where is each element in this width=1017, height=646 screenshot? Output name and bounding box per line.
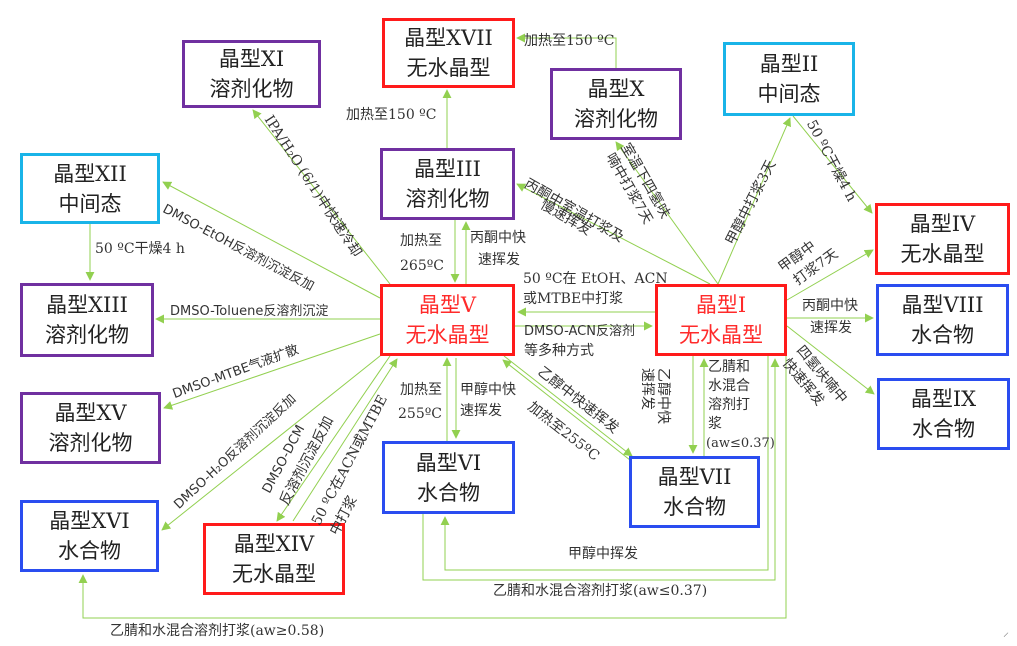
node-form-IX[interactable]: 晶型IX 水合物 [877, 378, 1010, 450]
edge-I-to-VI [440, 356, 769, 571]
edge-I-to-IV [786, 249, 874, 301]
node-subtitle: 溶剂化物 [48, 431, 133, 455]
edge-label: 乙腈和水混合溶剂打浆(aw≤0.37) [493, 583, 708, 599]
edge-label: 乙腈和 [708, 359, 750, 375]
node-title: 晶型XV [54, 401, 127, 425]
node-subtitle: 溶剂化物 [209, 77, 294, 101]
edge-label: 甲醇中挥发 [568, 546, 638, 562]
node-title: 晶型V [418, 293, 477, 317]
edge-V-to-XIV [276, 355, 391, 522]
node-subtitle: 溶剂化物 [574, 107, 658, 131]
node-form-XVII[interactable]: 晶型XVII 无水晶型 [382, 18, 515, 88]
node-title: 晶型XIII [46, 293, 128, 317]
node-title: 晶型I [695, 293, 747, 317]
node-form-VI[interactable]: 晶型VI 水合物 [382, 441, 515, 514]
edge-VI-to-I [422, 358, 780, 581]
edge-label: 速挥发 [460, 403, 502, 419]
node-title: 晶型VIII [901, 293, 984, 317]
edge-label: 50 ºC在 EtOH、ACN [523, 271, 668, 287]
edge-label: 浆 [708, 416, 722, 432]
node-subtitle: 无水晶型 [900, 242, 985, 266]
node-form-V[interactable]: 晶型V 无水晶型 [380, 284, 515, 356]
node-title: 晶型II [759, 52, 819, 76]
edge-label: 丙酮中快 [802, 298, 858, 314]
node-form-IV[interactable]: 晶型IV 无水晶型 [875, 203, 1010, 275]
node-subtitle: 无水晶型 [232, 562, 316, 586]
edge-V-to-XV [163, 333, 381, 410]
node-form-VII[interactable]: 晶型VII 水合物 [629, 456, 760, 528]
node-title: 晶型VI [415, 450, 482, 475]
edge-V-to-XII [162, 181, 381, 299]
edge-label: 加热至150 ºC [524, 33, 615, 49]
node-subtitle: 水合物 [912, 417, 975, 441]
edge-label: 乙腈和水混合溶剂打浆(aw≥0.58) [110, 623, 325, 639]
edge-label: 加热至 [400, 233, 442, 249]
edge-label: 等多种方式 [524, 343, 594, 359]
node-form-III[interactable]: 晶型III 溶剂化物 [380, 148, 515, 220]
edge-label: 丙酮中快 [470, 230, 526, 246]
node-title: 晶型XIV [233, 532, 315, 556]
node-form-X[interactable]: 晶型X 溶剂化物 [550, 68, 682, 140]
edge-I-to-III [516, 183, 711, 285]
node-form-XIV[interactable]: 晶型XIV 无水晶型 [203, 523, 345, 595]
node-title: 晶型III [414, 157, 481, 181]
node-subtitle: 水合物 [58, 539, 121, 563]
node-subtitle: 中间态 [757, 82, 821, 106]
edge-label: 加热至 [400, 382, 442, 398]
node-form-I[interactable]: 晶型I 无水晶型 [655, 284, 787, 356]
edge-I-to-II [717, 117, 791, 285]
node-subtitle: 无水晶型 [405, 323, 490, 347]
node-subtitle: 水合物 [663, 495, 726, 519]
edge-X-to-XVII [516, 33, 617, 68]
corner-mark: ⸝ [1002, 625, 1009, 639]
node-title: 晶型VII [657, 465, 732, 489]
node-title: 晶型XVI [49, 509, 130, 533]
node-form-XII[interactable]: 晶型XII 中间态 [20, 153, 160, 224]
edge-label: 265ºC [400, 258, 445, 274]
edge-I-to-XVI [78, 356, 787, 619]
node-subtitle: 溶剂化物 [405, 187, 490, 211]
edge-I-to-X [615, 141, 719, 285]
edge-label: 水混合 [708, 378, 750, 394]
node-subtitle: 无水晶型 [406, 56, 491, 80]
node-subtitle: 溶剂化物 [45, 323, 129, 347]
edge-label: 50 ºC干燥4 h [95, 241, 185, 257]
edge-V-to-XI [252, 109, 391, 285]
edge-I-to-IX [786, 325, 875, 395]
edge-XIV-to-V [292, 358, 398, 522]
edge-label: (aw≤0.37) [706, 436, 775, 451]
node-title: 晶型IX [910, 387, 977, 411]
node-subtitle: 中间态 [58, 191, 122, 216]
edge-label: 加热至150 ºC [346, 107, 437, 123]
edge-label: 255ºC [398, 406, 443, 422]
node-subtitle: 水合物 [417, 480, 480, 505]
node-subtitle: 水合物 [911, 323, 974, 347]
node-title: 晶型XI [218, 47, 285, 71]
node-form-XI[interactable]: 晶型XI 溶剂化物 [182, 40, 321, 108]
edge-II-to-IV [792, 115, 873, 214]
node-subtitle: 无水晶型 [679, 323, 763, 347]
edge-label: 甲醇中快 [460, 382, 516, 398]
node-form-XIII[interactable]: 晶型XIII 溶剂化物 [20, 283, 154, 357]
edge-label: 速挥发 [639, 368, 655, 410]
node-title: 晶型XII [53, 161, 127, 186]
node-title: 晶型X [587, 77, 645, 101]
node-title: 晶型IV [909, 212, 976, 236]
edge-V-to-XVI [161, 351, 386, 531]
edge-label: 溶剂打 [708, 397, 750, 413]
edge-label: DMSO-Toluene反溶剂沉淀 [170, 304, 329, 319]
edge-label: 速挥发 [478, 252, 520, 268]
edge-label: DMSO-ACN反溶剂 [524, 324, 635, 339]
node-form-XVI[interactable]: 晶型XVI 水合物 [20, 500, 159, 572]
node-title: 晶型XVII [404, 26, 493, 50]
edge-VII-to-V [502, 359, 631, 461]
node-form-XV[interactable]: 晶型XV 溶剂化物 [20, 392, 161, 464]
edge-V-to-VII [503, 355, 633, 457]
node-form-VIII[interactable]: 晶型VIII 水合物 [876, 284, 1009, 356]
edge-label: 或MTBE中打浆 [523, 291, 624, 307]
edge-label: 速挥发 [810, 320, 852, 336]
node-form-II[interactable]: 晶型II 中间态 [723, 42, 855, 116]
